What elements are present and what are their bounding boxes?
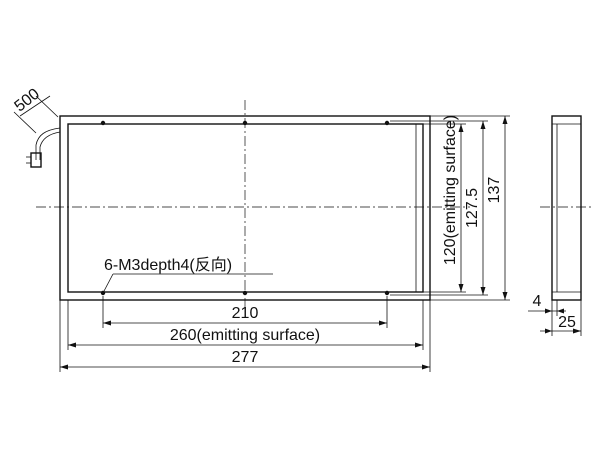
dim-label-137: 137 xyxy=(486,177,503,204)
mounting-hole-top-center xyxy=(242,120,248,126)
cable-line xyxy=(35,127,61,160)
dim-label-25: 25 xyxy=(558,314,576,331)
vertical-dimensions: 120(emitting surface) 127.5 137 xyxy=(390,115,510,301)
side-view-outline xyxy=(551,115,582,301)
side-view: 4 25 xyxy=(528,115,592,336)
arrow-277-left xyxy=(60,364,68,370)
cable-connector xyxy=(30,152,42,168)
front-view xyxy=(36,100,470,312)
cable-dim-extension-1 xyxy=(13,111,37,134)
arrow-137-bottom xyxy=(502,292,508,300)
arrow-127-5-bottom xyxy=(480,287,486,295)
horizontal-dimensions: 210 260(emitting surface) 277 xyxy=(59,296,431,372)
mounting-hole-top-left xyxy=(100,120,106,126)
arrow-210-left xyxy=(103,320,111,326)
cable-dim-line xyxy=(19,95,51,117)
mounting-hole-top-right xyxy=(384,120,390,126)
dim-label-127-5: 127.5 xyxy=(464,188,481,228)
arrow-4-right xyxy=(557,308,564,314)
cable-length-label: 500 xyxy=(11,85,43,115)
mounting-hole-bottom-center xyxy=(242,290,248,296)
dim-label-260: 260(emitting surface) xyxy=(170,327,320,344)
cable-line-outer xyxy=(39,131,61,160)
dim-label-120: 120(emitting surface) xyxy=(442,115,459,265)
cable: 500 xyxy=(11,85,61,168)
dim-label-210: 210 xyxy=(232,305,259,322)
hole-callout: 6-M3depth4(反向) xyxy=(102,256,273,294)
arrow-277-right xyxy=(422,364,430,370)
arrow-25-right xyxy=(573,328,581,334)
arrow-127-5-top xyxy=(480,121,486,129)
arrow-137-top xyxy=(502,116,508,124)
cable-dim-extension-2 xyxy=(35,95,59,118)
arrow-25-left xyxy=(545,328,552,334)
arrow-120-top xyxy=(458,124,464,132)
mounting-hole-bottom-right xyxy=(384,290,390,296)
arrow-120-bottom xyxy=(458,284,464,292)
arrow-260-right xyxy=(415,342,423,348)
dim-label-4: 4 xyxy=(533,293,542,310)
hole-callout-label: 6-M3depth4(反向) xyxy=(104,256,232,274)
arrow-210-right xyxy=(379,320,387,326)
arrow-4-left xyxy=(545,308,552,314)
arrow-260-left xyxy=(68,342,76,348)
hole-leader-line xyxy=(102,273,114,294)
dim-label-277: 277 xyxy=(232,349,259,366)
